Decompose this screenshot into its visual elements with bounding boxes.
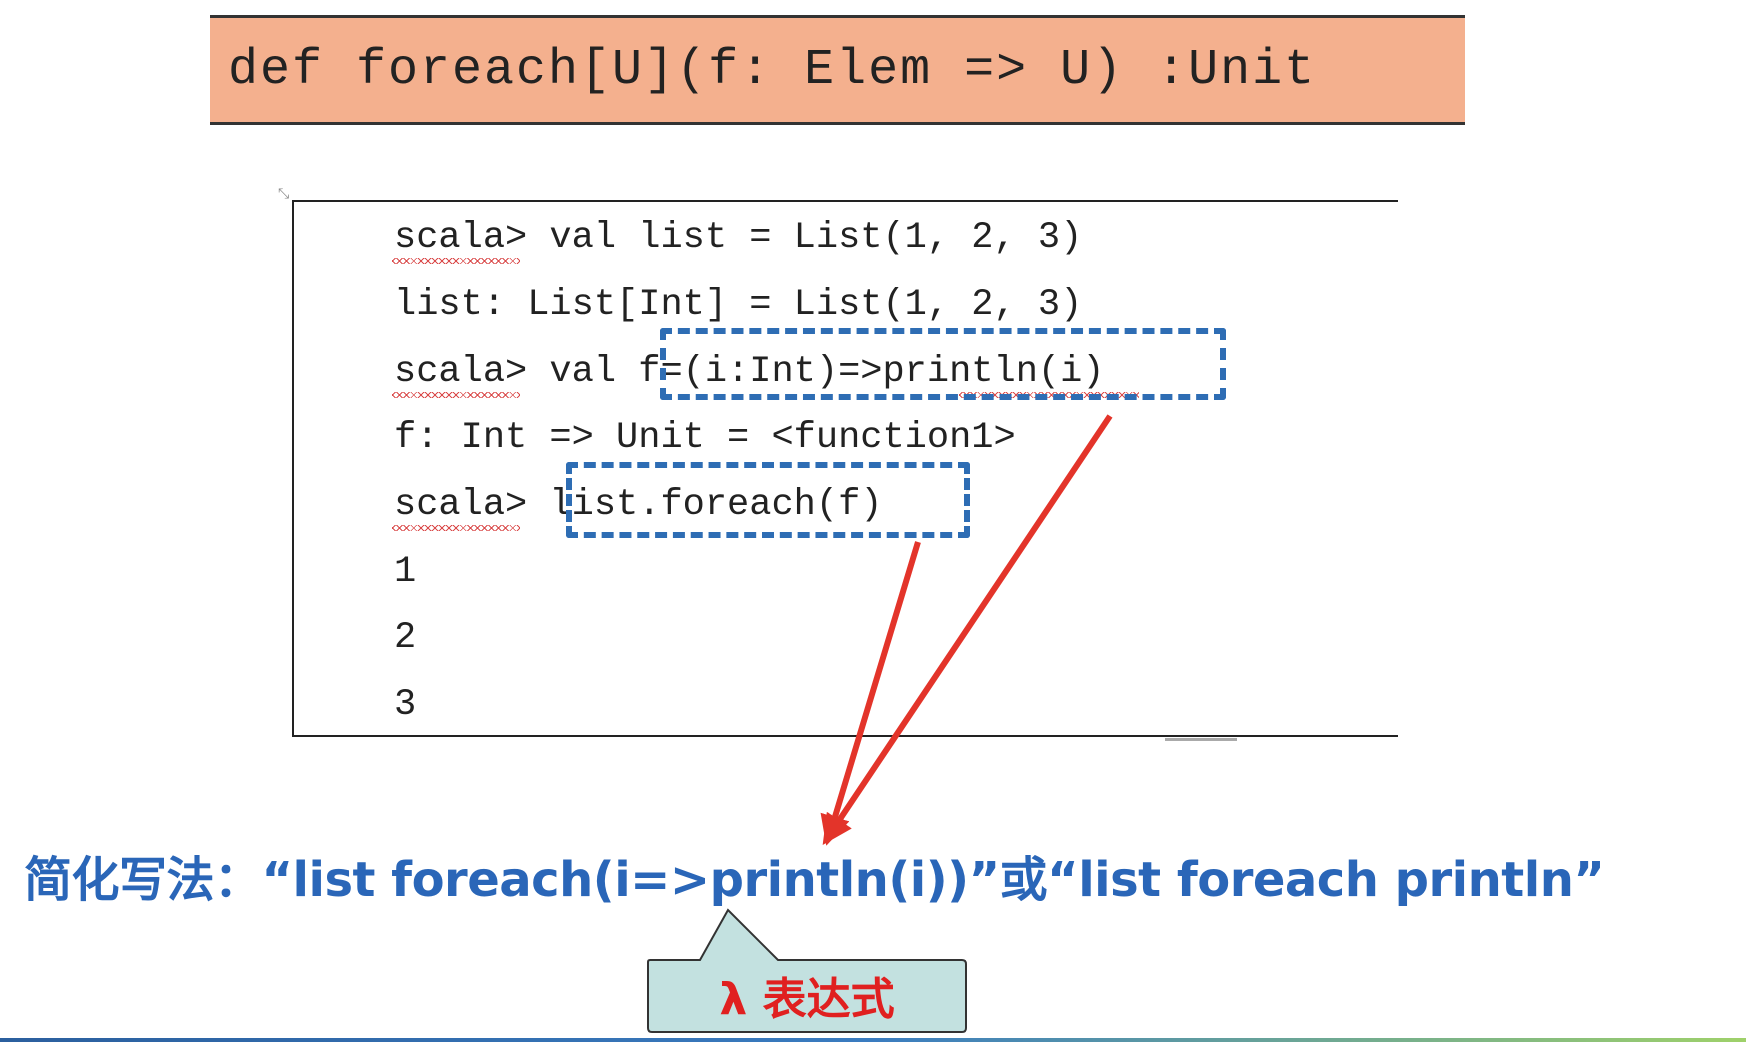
- console-line: 3: [394, 684, 417, 726]
- console-transcript: scala> val list = List(1, 2, 3) list: Li…: [292, 200, 1398, 737]
- console-line: 2: [394, 617, 417, 659]
- method-signature: def foreach[U](f: Elem => U) :Unit: [210, 15, 1465, 125]
- highlight-function-literal: [660, 328, 1226, 400]
- console-line: f: Int => Unit = <function1>: [394, 417, 1016, 459]
- move-handle-icon: ⤡: [278, 185, 290, 201]
- spellcheck-underline: [392, 392, 520, 398]
- console-line: list: List[Int] = List(1, 2, 3): [394, 284, 1083, 326]
- spellcheck-underline: [392, 525, 520, 531]
- spellcheck-underline: [392, 258, 520, 264]
- console-line: 1: [394, 551, 417, 593]
- arrow-from-function-literal: [822, 414, 1113, 845]
- console-line: scala> val f=(i:Int)=>println(i): [394, 351, 1105, 393]
- scroll-marker: [1165, 738, 1237, 741]
- lambda-callout: [647, 908, 967, 1033]
- console-line: scala> list.foreach(f): [394, 484, 883, 526]
- arrow-from-foreach-call: [820, 541, 921, 846]
- shorthand-note: 简化写法：“list foreach(i=>println(i))”或“list…: [24, 852, 1605, 908]
- console-line: scala> val list = List(1, 2, 3): [394, 217, 1083, 259]
- lambda-callout-label: λ 表达式: [719, 974, 895, 1025]
- highlight-foreach-call: [566, 462, 970, 538]
- footer-bar: [0, 1038, 1746, 1042]
